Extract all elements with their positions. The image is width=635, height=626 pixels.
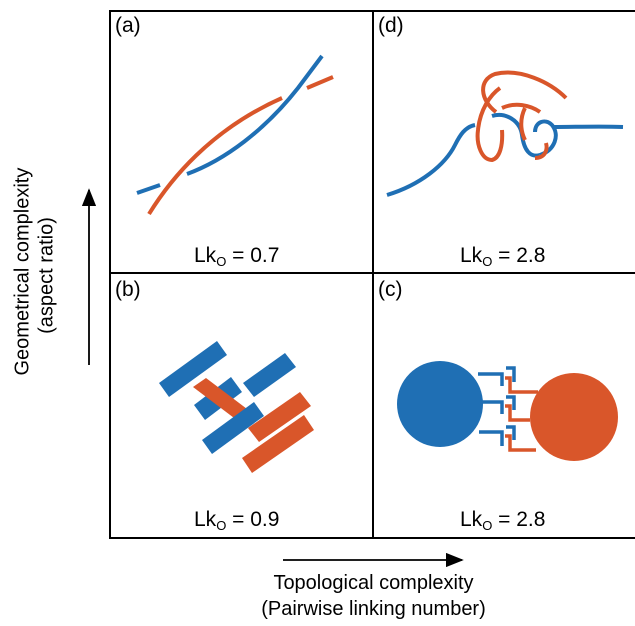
lk-subscript: O: [216, 518, 227, 533]
blue-strand: [136, 183, 161, 195]
orange-strand: [534, 142, 549, 160]
blue-strand: [386, 123, 476, 197]
horizontal-divider: [109, 272, 635, 274]
panel-b-bars: [159, 341, 314, 473]
x-axis-label-line2: (Pairwise linking number): [261, 598, 486, 620]
blue-bar: [159, 341, 227, 397]
orange-sphere: [530, 373, 618, 461]
lk-value: = 2.8: [498, 244, 546, 267]
lk-subscript: O: [482, 254, 493, 269]
panel-c-bridge: [397, 361, 618, 461]
orange-strand: [519, 107, 527, 141]
blue-link: [482, 400, 504, 414]
panel-d-label: (d): [378, 14, 404, 37]
panel-a-linking-number: LkO = 0.7: [194, 244, 279, 269]
lk-prefix: Lk: [460, 508, 483, 531]
lk-subscript: O: [216, 254, 227, 269]
lk-value: = 2.8: [498, 508, 546, 531]
lk-prefix: Lk: [194, 244, 217, 267]
blue-sphere: [397, 361, 483, 447]
panel-a-label: (a): [115, 14, 141, 37]
lk-value: = 0.7: [232, 244, 280, 267]
orange-bar: [248, 392, 311, 442]
orange-bar: [242, 415, 314, 473]
orange-link: [505, 434, 536, 452]
blue-link: [506, 425, 516, 440]
blue-bar: [202, 402, 264, 454]
panel-a-strands: [136, 54, 334, 216]
lk-value: = 0.9: [232, 508, 280, 531]
orange-strand: [147, 96, 283, 216]
blue-bar: [243, 353, 296, 397]
panel-d-strands: [386, 70, 624, 197]
blue-strand: [533, 119, 558, 157]
blue-link: [478, 372, 504, 386]
lk-subscript: O: [482, 518, 493, 533]
orange-link: [505, 376, 538, 394]
panel-b-label: (b): [115, 278, 141, 301]
vertical-divider: [372, 10, 374, 539]
blue-strand: [186, 54, 324, 176]
blue-link: [479, 430, 504, 446]
blue-link: [506, 395, 516, 410]
orange-strand: [501, 102, 542, 114]
orange-link: [505, 404, 530, 422]
panel-d-linking-number: LkO = 2.8: [460, 244, 545, 269]
orange-strand: [475, 86, 505, 162]
blue-link: [506, 366, 516, 382]
lk-prefix: Lk: [460, 244, 483, 267]
x-axis-label-line1: Topological complexity: [273, 572, 474, 594]
panel-c-label: (c): [378, 278, 403, 301]
lk-prefix: Lk: [194, 508, 217, 531]
orange-strand: [306, 75, 334, 90]
panel-b-linking-number: LkO = 0.9: [194, 508, 279, 533]
orange-strand: [481, 70, 568, 114]
panel-c-linking-number: LkO = 2.8: [460, 508, 545, 533]
